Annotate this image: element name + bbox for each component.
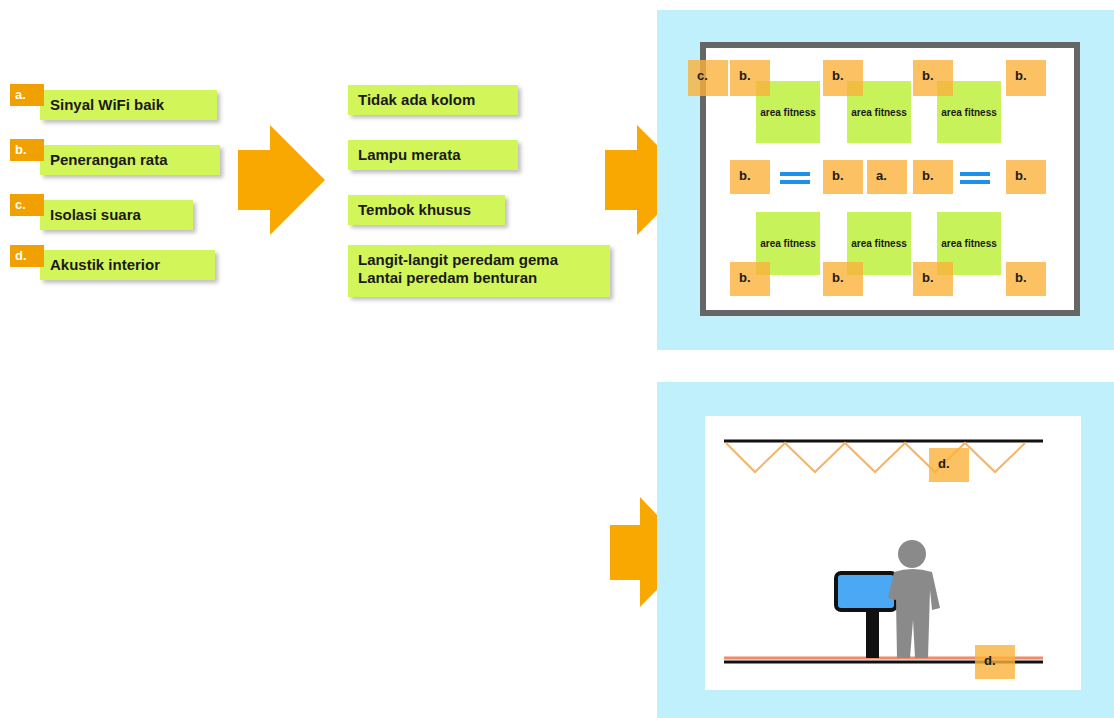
section-ground: [705, 416, 1081, 690]
letter-tag: c.: [10, 194, 44, 216]
node-text: Lampu merata: [358, 146, 508, 164]
node-text: Tembok khusus: [358, 201, 495, 219]
node-text: b.: [15, 142, 39, 157]
node-text: area fitness: [760, 238, 816, 249]
room-wall: [703, 45, 1077, 313]
node-text: Isolasi suara: [50, 206, 183, 224]
callout-marker: b.: [823, 60, 863, 96]
plan-panel: [657, 10, 1114, 350]
node-text: a.: [876, 168, 901, 183]
label-box: Tembok khusus: [348, 195, 505, 225]
node-text: b.: [739, 270, 764, 285]
node-text: b.: [922, 68, 947, 83]
node-text: d.: [938, 456, 963, 471]
node-text: b.: [832, 68, 857, 83]
kiosk-stand: [866, 608, 879, 658]
callout-marker: d.: [929, 448, 969, 482]
node-text: b.: [1015, 68, 1040, 83]
node-text: b.: [1015, 168, 1040, 183]
node-text: Akustik interior: [50, 256, 205, 274]
callout-marker: b.: [730, 160, 770, 194]
callout-marker: b.: [1006, 262, 1046, 296]
node-text: area fitness: [851, 238, 907, 249]
node-text: c.: [15, 197, 39, 212]
node-text: area fitness: [760, 107, 816, 118]
callout-marker: b.: [913, 262, 953, 296]
node-text: b.: [739, 168, 764, 183]
node-text: b.: [832, 270, 857, 285]
node-text: area fitness: [941, 107, 997, 118]
callout-marker: b.: [1006, 160, 1046, 194]
node-text: a.: [15, 87, 39, 102]
label-box: Isolasi suara: [40, 200, 193, 230]
node-text: d.: [15, 248, 39, 263]
callout-marker: c.: [688, 60, 728, 96]
node-text: c.: [697, 68, 722, 83]
node-text: area fitness: [851, 107, 907, 118]
node-text: area fitness: [941, 238, 997, 249]
letter-tag: a.: [10, 84, 44, 106]
callout-marker: b.: [823, 262, 863, 296]
label-box: Akustik interior: [40, 250, 215, 280]
node-text: Langit-langit peredam gema: [358, 251, 600, 269]
callout-marker: b.: [913, 160, 953, 194]
kiosk-screen: [836, 573, 896, 610]
letter-tag: b.: [10, 139, 44, 161]
callout-marker: b.: [823, 160, 863, 194]
node-text: b.: [1015, 270, 1040, 285]
label-box: Penerangan rata: [40, 145, 220, 175]
ceiling-line: [724, 440, 1043, 443]
callout-marker: b.: [1006, 60, 1046, 96]
node-text: Tidak ada kolom: [358, 91, 508, 109]
node-text: b.: [739, 68, 764, 83]
callout-marker: d.: [975, 645, 1015, 679]
callout-marker: a.: [867, 160, 907, 194]
person-figure: [888, 540, 940, 658]
callout-marker: b.: [730, 60, 770, 96]
node-text: b.: [832, 168, 857, 183]
node-text: Lantai peredam benturan: [358, 269, 600, 287]
label-box: Langit-langit peredam gemaLantai peredam…: [348, 245, 610, 297]
node-text: d.: [984, 653, 1009, 668]
callout-marker: b.: [730, 262, 770, 296]
node-text: b.: [922, 168, 947, 183]
node-text: b.: [922, 270, 947, 285]
node-text: Penerangan rata: [50, 151, 210, 169]
section-panel: [657, 382, 1114, 718]
label-box: Lampu merata: [348, 140, 518, 170]
acoustic-ceiling: [726, 443, 1025, 472]
node-text: Sinyal WiFi baik: [50, 96, 207, 114]
letter-tag: d.: [10, 245, 44, 267]
flow-arrow: [238, 125, 325, 235]
label-box: Sinyal WiFi baik: [40, 90, 217, 120]
label-box: Tidak ada kolom: [348, 85, 518, 115]
callout-marker: b.: [913, 60, 953, 96]
